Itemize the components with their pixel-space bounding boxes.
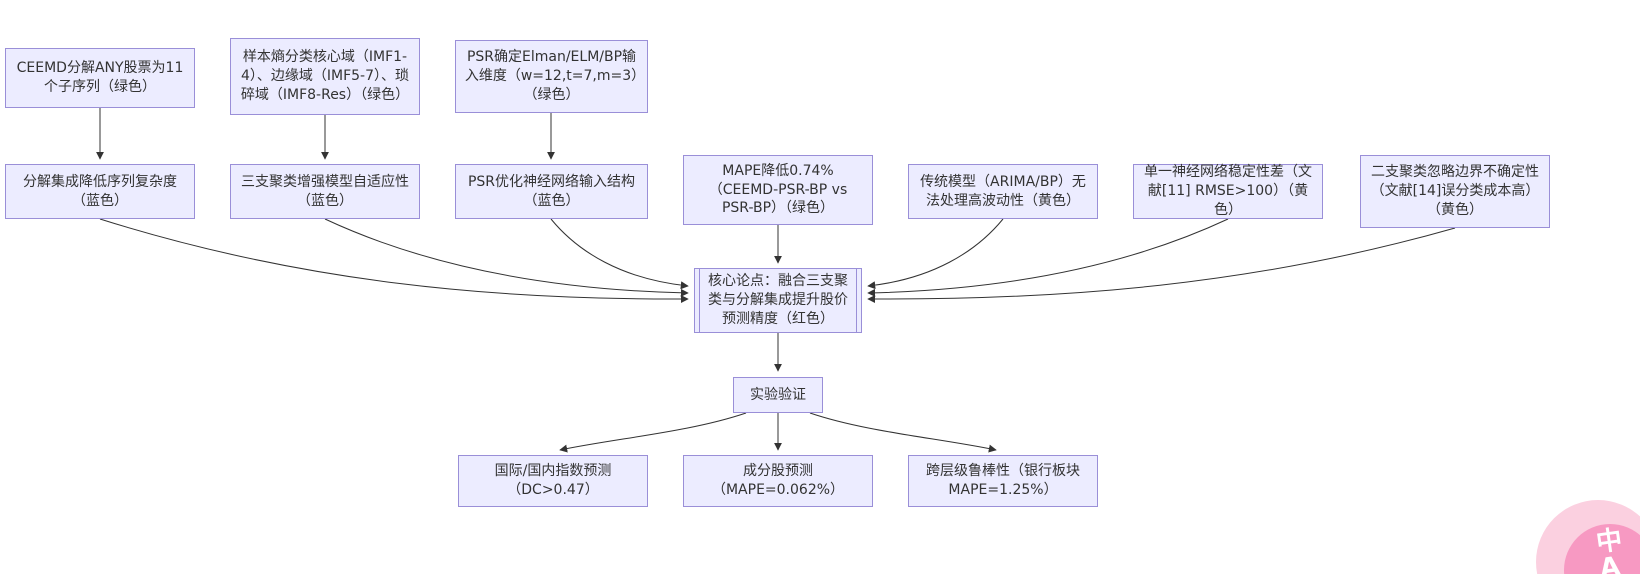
node-label: 传统模型（ARIMA/BP）无法处理高波动性（黄色） <box>920 173 1086 209</box>
node-label: 跨层级鲁棒性（银行板块 MAPE=1.25%） <box>926 463 1080 498</box>
node-two-way-clustering-limitation: 二支聚类忽略边界不确定性（文献[14]误分类成本高）（黄色） <box>1360 155 1550 228</box>
node-label: 核心论点：融合三支聚类与分解集成提升股价预测精度（红色） <box>708 273 848 327</box>
edge-clustering-to-core <box>324 218 689 297</box>
node-index-prediction: 国际/国内指数预测（DC>0.47） <box>458 455 648 507</box>
node-cross-level-robustness: 跨层级鲁棒性（银行板块 MAPE=1.25%） <box>908 455 1098 507</box>
edge-experiment-to-robustness <box>809 412 997 453</box>
translate-widget-button[interactable]: 中A <box>1536 500 1640 574</box>
node-label: PSR优化神经网络输入结构（蓝色） <box>467 173 636 209</box>
node-label: 分解集成降低序列复杂度（蓝色） <box>23 173 177 209</box>
node-psr-input-dimension: PSR确定Elman/ELM/BP输入维度（w=12,t=7,m=3）（绿色） <box>455 40 648 113</box>
node-label: 实验验证 <box>750 386 806 403</box>
translate-icon-label: 中A <box>1594 525 1625 574</box>
node-constituent-stock-prediction: 成分股预测（MAPE=0.062%） <box>683 455 873 507</box>
node-label: 三支聚类增强模型自适应性（蓝色） <box>241 173 409 209</box>
edge-decomposition-to-core <box>99 218 689 304</box>
node-label: 成分股预测（MAPE=0.062%） <box>711 463 845 498</box>
node-experiment-validation: 实验验证 <box>733 377 823 413</box>
edge-singlenn-to-core <box>867 218 1229 297</box>
node-single-nn-instability: 单一神经网络稳定性差（文献[11] RMSE>100）（黄色） <box>1133 164 1323 219</box>
node-traditional-model-limitation: 传统模型（ARIMA/BP）无法处理高波动性（黄色） <box>908 164 1098 219</box>
translate-icon: 中A <box>1564 524 1640 574</box>
node-three-way-clustering-adaptivity: 三支聚类增强模型自适应性（蓝色） <box>230 164 420 219</box>
node-label: CEEMD分解ANY股票为11个子序列（绿色） <box>16 60 184 95</box>
node-label: 国际/国内指数预测（DC>0.47） <box>494 463 612 498</box>
edge-experiment-to-index <box>559 412 747 453</box>
node-core-thesis: 核心论点：融合三支聚类与分解集成提升股价预测精度（红色） <box>694 268 862 333</box>
edge-twoway-to-core <box>867 227 1456 304</box>
node-label: MAPE降低0.74%（CEEMD-PSR-BP vs PSR-BP）（绿色） <box>708 162 848 217</box>
node-decomposition-reduces-complexity: 分解集成降低序列复杂度（蓝色） <box>5 164 195 219</box>
node-ceemd-decomposition: CEEMD分解ANY股票为11个子序列（绿色） <box>5 48 195 108</box>
node-label: 样本熵分类核心域（IMF1-4）、边缘域（IMF5-7）、琐碎域（IMF8-Re… <box>240 49 410 103</box>
edge-traditional-to-core <box>867 218 1004 290</box>
node-label: 二支聚类忽略边界不确定性（文献[14]误分类成本高）（黄色） <box>1370 164 1540 218</box>
node-label: 单一神经网络稳定性差（文献[11] RMSE>100）（黄色） <box>1144 164 1312 218</box>
edge-psropt-to-core <box>550 218 689 290</box>
node-label: PSR确定Elman/ELM/BP输入维度（w=12,t=7,m=3）（绿色） <box>464 49 639 103</box>
node-psr-optimizes-input-structure: PSR优化神经网络输入结构（蓝色） <box>455 164 648 219</box>
node-mape-reduction: MAPE降低0.74%（CEEMD-PSR-BP vs PSR-BP）（绿色） <box>683 155 873 225</box>
node-sample-entropy-classification: 样本熵分类核心域（IMF1-4）、边缘域（IMF5-7）、琐碎域（IMF8-Re… <box>230 38 420 115</box>
